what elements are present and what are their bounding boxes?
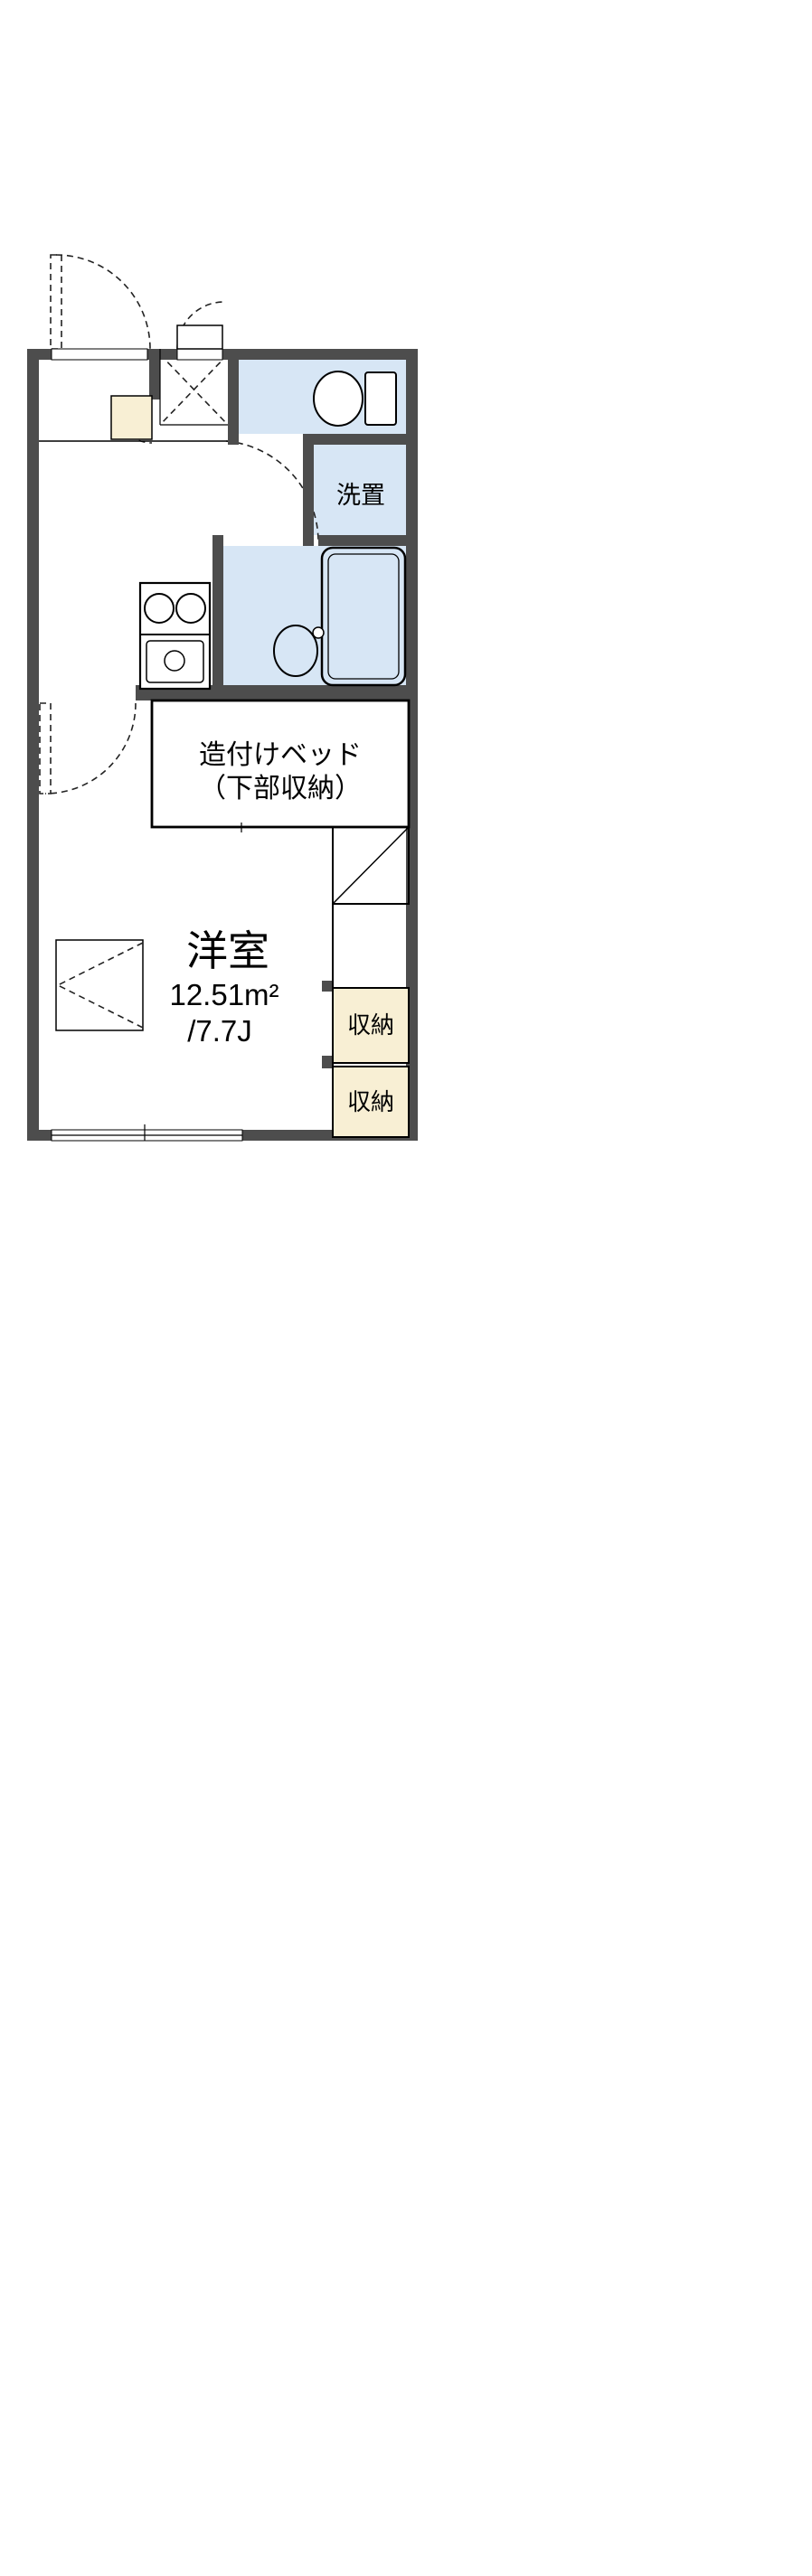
bathtub-icon (320, 546, 407, 687)
built-in-bed-label-line2: （下部収納） (199, 774, 362, 804)
openings (51, 324, 243, 1142)
wall-segment (303, 434, 314, 546)
wall-segment (406, 349, 418, 1141)
toilet-bowl (313, 371, 364, 427)
genkan-area (39, 349, 228, 442)
small-door-swing-arc (176, 301, 225, 350)
wall-segment (27, 349, 52, 360)
entry-alcove-cross (159, 353, 229, 426)
bathtub-faucet-icon (312, 626, 325, 639)
room-door-leaf (39, 702, 52, 794)
kitchen-unit (138, 581, 212, 691)
walls (27, 349, 418, 1141)
storage-lower-box (332, 1066, 410, 1138)
wash-basin-icon (273, 625, 318, 677)
built-in-bed-label-line1: 造付けベッド (199, 740, 362, 770)
wall-segment (322, 1056, 333, 1068)
stove-burner-icon (144, 593, 175, 624)
washing-room-floor (314, 445, 407, 535)
washing-room-label: 洗置 (336, 482, 385, 509)
stove-burner-icon (175, 593, 206, 624)
wall-segment (212, 535, 223, 694)
storage-upper-label: 収納 (347, 1011, 394, 1039)
room-door-swing-arc (44, 702, 137, 794)
storage-lower-label: 収納 (347, 1088, 394, 1115)
furniture-box (55, 939, 144, 1031)
wall-segment (27, 1130, 52, 1141)
wall-segment (322, 981, 333, 992)
entry-porch-step (176, 324, 223, 350)
bathroom-fixtures (273, 546, 407, 687)
main-room-label: 洋室 (186, 927, 269, 974)
refrigerator-space (332, 826, 410, 905)
shoe-cabinet (110, 395, 153, 440)
main-room-tatami-label: /7.7J (187, 1014, 252, 1048)
small-opening (176, 348, 223, 361)
sink-drain-icon (164, 650, 185, 672)
main-room-right-column: 収納 収納 (332, 826, 410, 1138)
bathroom-door-swing-arc (225, 440, 319, 543)
built-in-bed: 造付けベッド （下部収納） (150, 699, 411, 832)
storage-upper-box (332, 987, 410, 1064)
toilet-icon (313, 371, 397, 427)
refrigerator-space-diagonal (332, 826, 410, 905)
furniture-box-dashes (57, 942, 144, 1029)
built-in-bed-box (150, 699, 411, 829)
wall-segment (303, 434, 418, 445)
wall-segment (318, 535, 418, 546)
wall-segment (27, 349, 39, 1141)
window-side-symbol (55, 939, 144, 1031)
main-room-area-label: 12.51m² (169, 978, 279, 1011)
entry-opening (51, 348, 148, 361)
bathtub-inner-rim (327, 553, 400, 680)
entry-door-swing-arc (55, 254, 151, 350)
toilet-tank (364, 371, 397, 426)
entry-door-leaf (50, 254, 62, 350)
wall-segment (222, 349, 418, 360)
room-labels: 洗置 洋室 12.51m² /7.7J (169, 482, 385, 1048)
wall-segment (149, 349, 160, 400)
wall-segment (228, 349, 239, 445)
